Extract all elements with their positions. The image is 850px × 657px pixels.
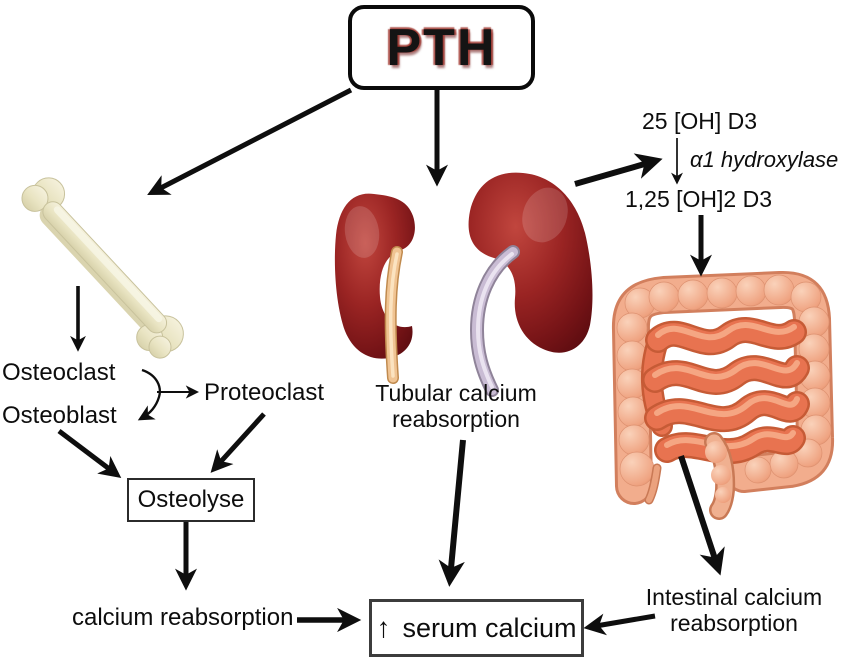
up-arrow-icon: ↑ [376,612,391,643]
calcium-reabsorption-label: calcium reabsorption [72,604,294,631]
serum-calcium-node: ↑ serum calcium [369,599,584,657]
arrow-tubular-to-serum [438,439,466,587]
arrow-intestine-to-intestinal [678,455,725,576]
vitd125-label: 1,25 [OH]2 D3 [625,186,773,212]
arrows-layer [57,86,725,636]
vitd25-label: 25 [OH] D3 [642,108,758,134]
serum-calcium-label: serum calcium [402,612,577,643]
arrow-pth-to-bone [147,87,353,196]
tubular-reabsorption-label: Tubular calcium reabsorption [375,380,537,432]
osteolyse-node: Osteolyse [127,478,255,522]
arrow-osteoclast-to-osteoblast-arc [137,368,161,421]
proteoclast-label: Proteoclast [204,379,325,406]
arrow-osteoblast-to-osteolyse [57,429,122,478]
arrow-intestinal-to-serum [583,613,656,636]
enzyme-label: α1 hydroxylase [690,147,839,172]
osteolyse-label: Osteolyse [137,486,245,513]
osteoblast-label: Osteoblast [2,402,117,429]
arrow-proteoclast-to-osteolyse [210,412,266,473]
intestine-illustration [612,270,835,520]
bone-illustration [21,177,184,359]
osteoclast-label: Osteoclast [2,359,116,386]
kidneys-illustration [334,172,593,397]
arrow-kidney-to-enzyme [574,153,663,187]
intestinal-reabsorption-label: Intestinal calcium reabsorption [645,584,823,636]
pth-node: PTH [348,5,535,90]
pth-label: PTH [386,18,497,77]
